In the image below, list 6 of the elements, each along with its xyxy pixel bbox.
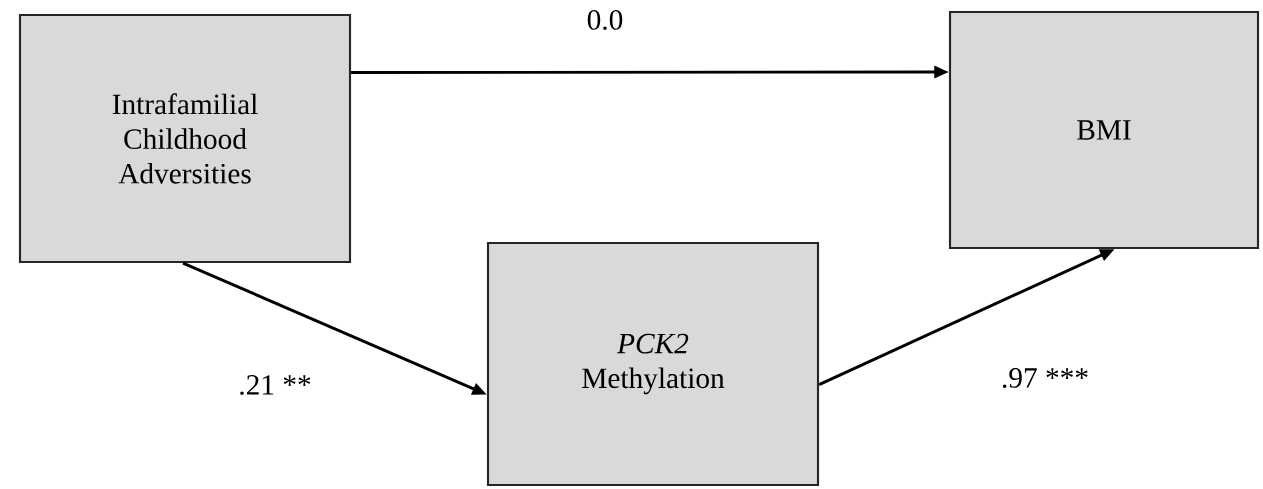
edge-label: .21 ** xyxy=(237,373,313,397)
variable-box: Intrafamilial Childhood Adversities xyxy=(18,13,352,264)
variable-box: PCK2 Methylation xyxy=(486,241,820,487)
variable-box: BMI xyxy=(948,10,1260,250)
edge-label: 0.0 xyxy=(585,8,625,32)
edge-label: .97 *** xyxy=(999,366,1091,390)
